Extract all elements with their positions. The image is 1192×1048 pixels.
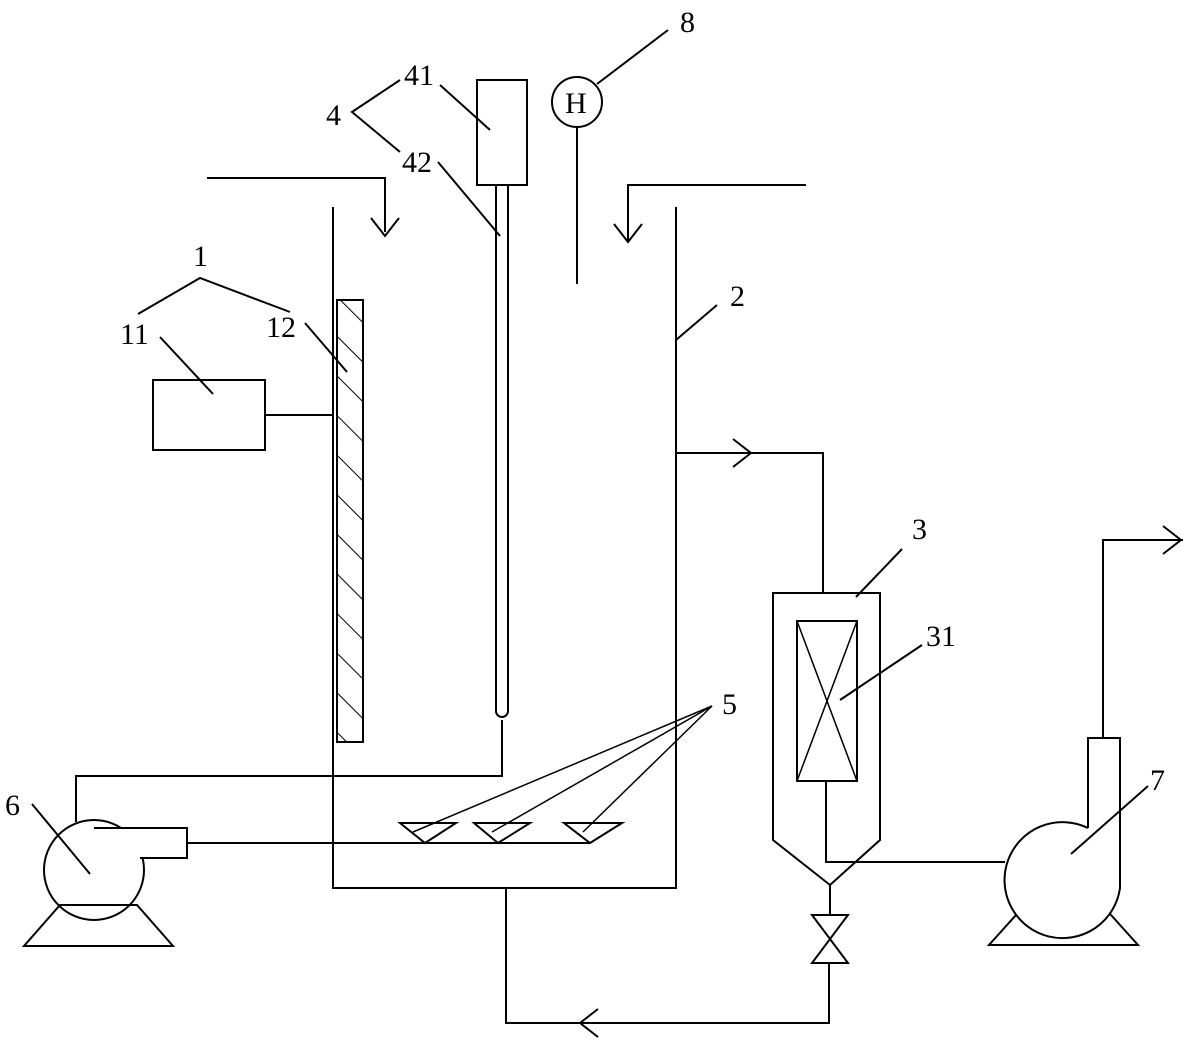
humidity-meter (551, 29, 669, 284)
blower-left-outlet (94, 827, 188, 859)
thermometer-probe (495, 185, 509, 718)
right-arrow-icon (732, 438, 753, 468)
blower-right-housing (1003, 737, 1121, 940)
spray-nozzles (397, 705, 713, 845)
label-5: 5 (722, 688, 737, 721)
filter-leader (839, 644, 923, 701)
down-arrow-icon (613, 223, 643, 244)
label-4: 4 (326, 99, 341, 132)
heater-box-leader (159, 336, 214, 395)
heater-bracket (137, 276, 291, 315)
blower-left-housing (43, 819, 145, 921)
nozzle-leader (491, 705, 713, 833)
thermometer-probe-leader (437, 161, 501, 237)
spray-nozzle (561, 822, 626, 845)
right-arrow-icon (1162, 525, 1183, 555)
label-12: 12 (266, 311, 296, 344)
heater-assembly (137, 276, 364, 743)
return-line (505, 888, 830, 1024)
label-8: 8 (680, 6, 695, 39)
nozzle-leader (582, 705, 713, 833)
label-41: 41 (404, 59, 434, 92)
blower-right-leader (1070, 785, 1149, 855)
valve-lower (810, 937, 850, 964)
blower-left-leader (31, 803, 91, 875)
left-arrow-icon (578, 1008, 599, 1038)
label-31: 31 (926, 620, 956, 653)
heater-plate-leader (304, 322, 348, 373)
label-3: 3 (912, 513, 927, 546)
spray-nozzle (471, 822, 534, 845)
blower-left (21, 803, 188, 947)
thermometer-head-leader (439, 84, 491, 131)
thermometer-head (476, 79, 528, 186)
reactor-tank (332, 207, 718, 889)
humidity-meter-leader (596, 29, 669, 85)
collector-leader (855, 548, 903, 598)
down-arrow-icon (370, 217, 400, 238)
blower-to-probe-line (75, 720, 503, 822)
collector-to-blower-line (825, 781, 1005, 863)
inlet-flow-left (207, 177, 400, 238)
valve (810, 914, 850, 964)
spray-nozzle (397, 822, 460, 845)
valve-upper (810, 914, 850, 941)
tank-label-leader (675, 304, 718, 341)
humidity-meter-symbol: H (565, 87, 587, 120)
heater-plate (336, 299, 364, 743)
label-6: 6 (5, 789, 20, 822)
reactor-tank-wall (332, 207, 677, 889)
label-11: 11 (120, 318, 149, 351)
label-2: 2 (730, 280, 745, 313)
exhaust-line (1102, 539, 1183, 738)
nozzle-leader (412, 705, 713, 833)
thermometer-assembly (350, 79, 528, 718)
thermometer-bracket (350, 79, 401, 153)
filter-cross (796, 620, 858, 782)
dust-collector (772, 548, 923, 887)
inlet-flow-right (613, 184, 806, 244)
label-7: 7 (1150, 764, 1165, 797)
blower-right (986, 737, 1149, 946)
label-1: 1 (193, 240, 208, 273)
label-42: 42 (402, 146, 432, 179)
blower-left-base (21, 904, 176, 947)
tank-to-collector-line (676, 452, 824, 593)
